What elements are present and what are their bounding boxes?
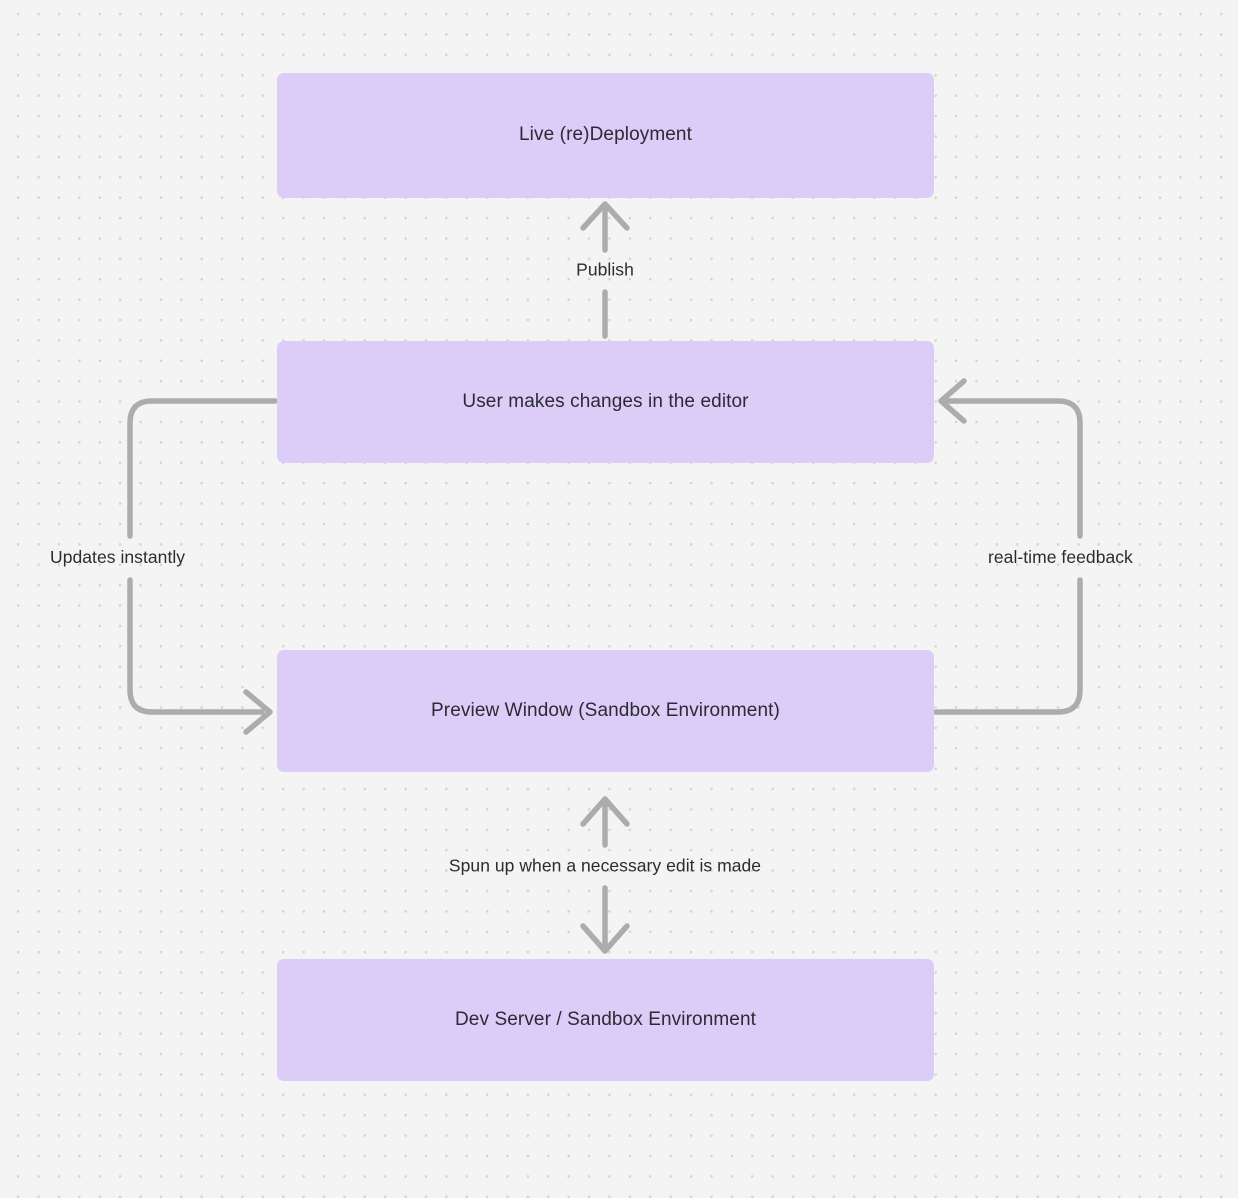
node-user-edits[interactable]: User makes changes in the editor bbox=[277, 341, 934, 463]
node-preview-window[interactable]: Preview Window (Sandbox Environment) bbox=[277, 650, 934, 772]
node-label-user-edits: User makes changes in the editor bbox=[462, 390, 749, 412]
edge-label-updates-instantly: Updates instantly bbox=[50, 547, 186, 567]
node-live-deployment[interactable]: Live (re)Deployment bbox=[277, 73, 934, 198]
edge-label-spun-up: Spun up when a necessary edit is made bbox=[448, 855, 762, 876]
node-dev-server[interactable]: Dev Server / Sandbox Environment bbox=[277, 959, 934, 1081]
edge-label-publish: Publish bbox=[576, 259, 634, 280]
node-label-preview-window: Preview Window (Sandbox Environment) bbox=[431, 699, 780, 721]
node-label-live-deployment: Live (re)Deployment bbox=[519, 124, 692, 146]
edge-label-real-time-feedback: real-time feedback bbox=[988, 547, 1133, 567]
node-label-dev-server: Dev Server / Sandbox Environment bbox=[454, 1008, 756, 1030]
